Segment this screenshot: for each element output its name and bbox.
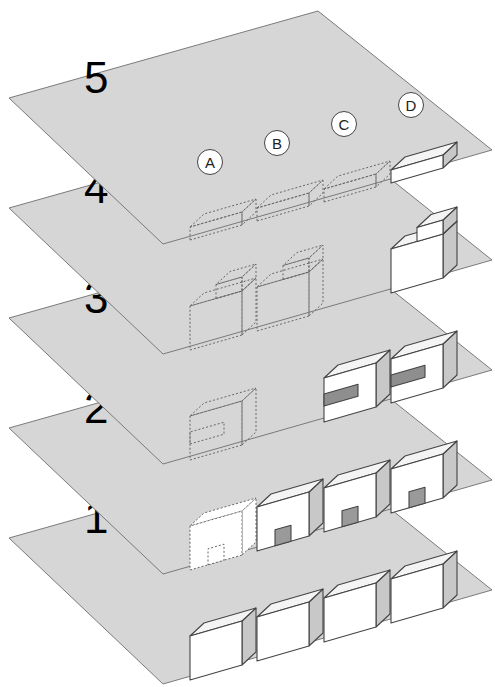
block-face [324, 583, 376, 642]
block-face [283, 258, 309, 280]
block-face [283, 245, 323, 266]
plane-surface [9, 451, 492, 684]
block-face [409, 487, 425, 508]
option-circle: A [197, 149, 223, 175]
block-face [190, 422, 224, 444]
block-face [257, 259, 323, 287]
block-face [391, 564, 443, 623]
block-face [391, 344, 443, 403]
block-face [242, 278, 256, 335]
plane-shape [8, 10, 493, 245]
block-face [190, 278, 256, 306]
option-letter: D [406, 98, 417, 113]
layer-number: 5 [84, 56, 108, 100]
block-face [242, 264, 256, 291]
block-face [391, 234, 443, 293]
block-face [216, 264, 256, 285]
option-circle: D [398, 92, 424, 118]
block-face [190, 388, 256, 416]
block-face [417, 220, 443, 242]
layer-plane: 5A B C D [8, 10, 493, 245]
block-face [309, 245, 323, 272]
option-letter: A [205, 155, 215, 170]
block-face [190, 621, 242, 680]
block-face [216, 277, 242, 299]
option-circle: C [331, 111, 357, 137]
block-face [391, 155, 443, 183]
option-letter: B [272, 136, 282, 151]
option-circle: B [264, 130, 290, 156]
block-face [309, 259, 323, 316]
block-face [242, 388, 256, 445]
block-face [257, 602, 309, 661]
option-letter: C [339, 117, 350, 132]
block-face [324, 384, 358, 406]
block-face [391, 454, 443, 513]
block-face [391, 365, 425, 387]
